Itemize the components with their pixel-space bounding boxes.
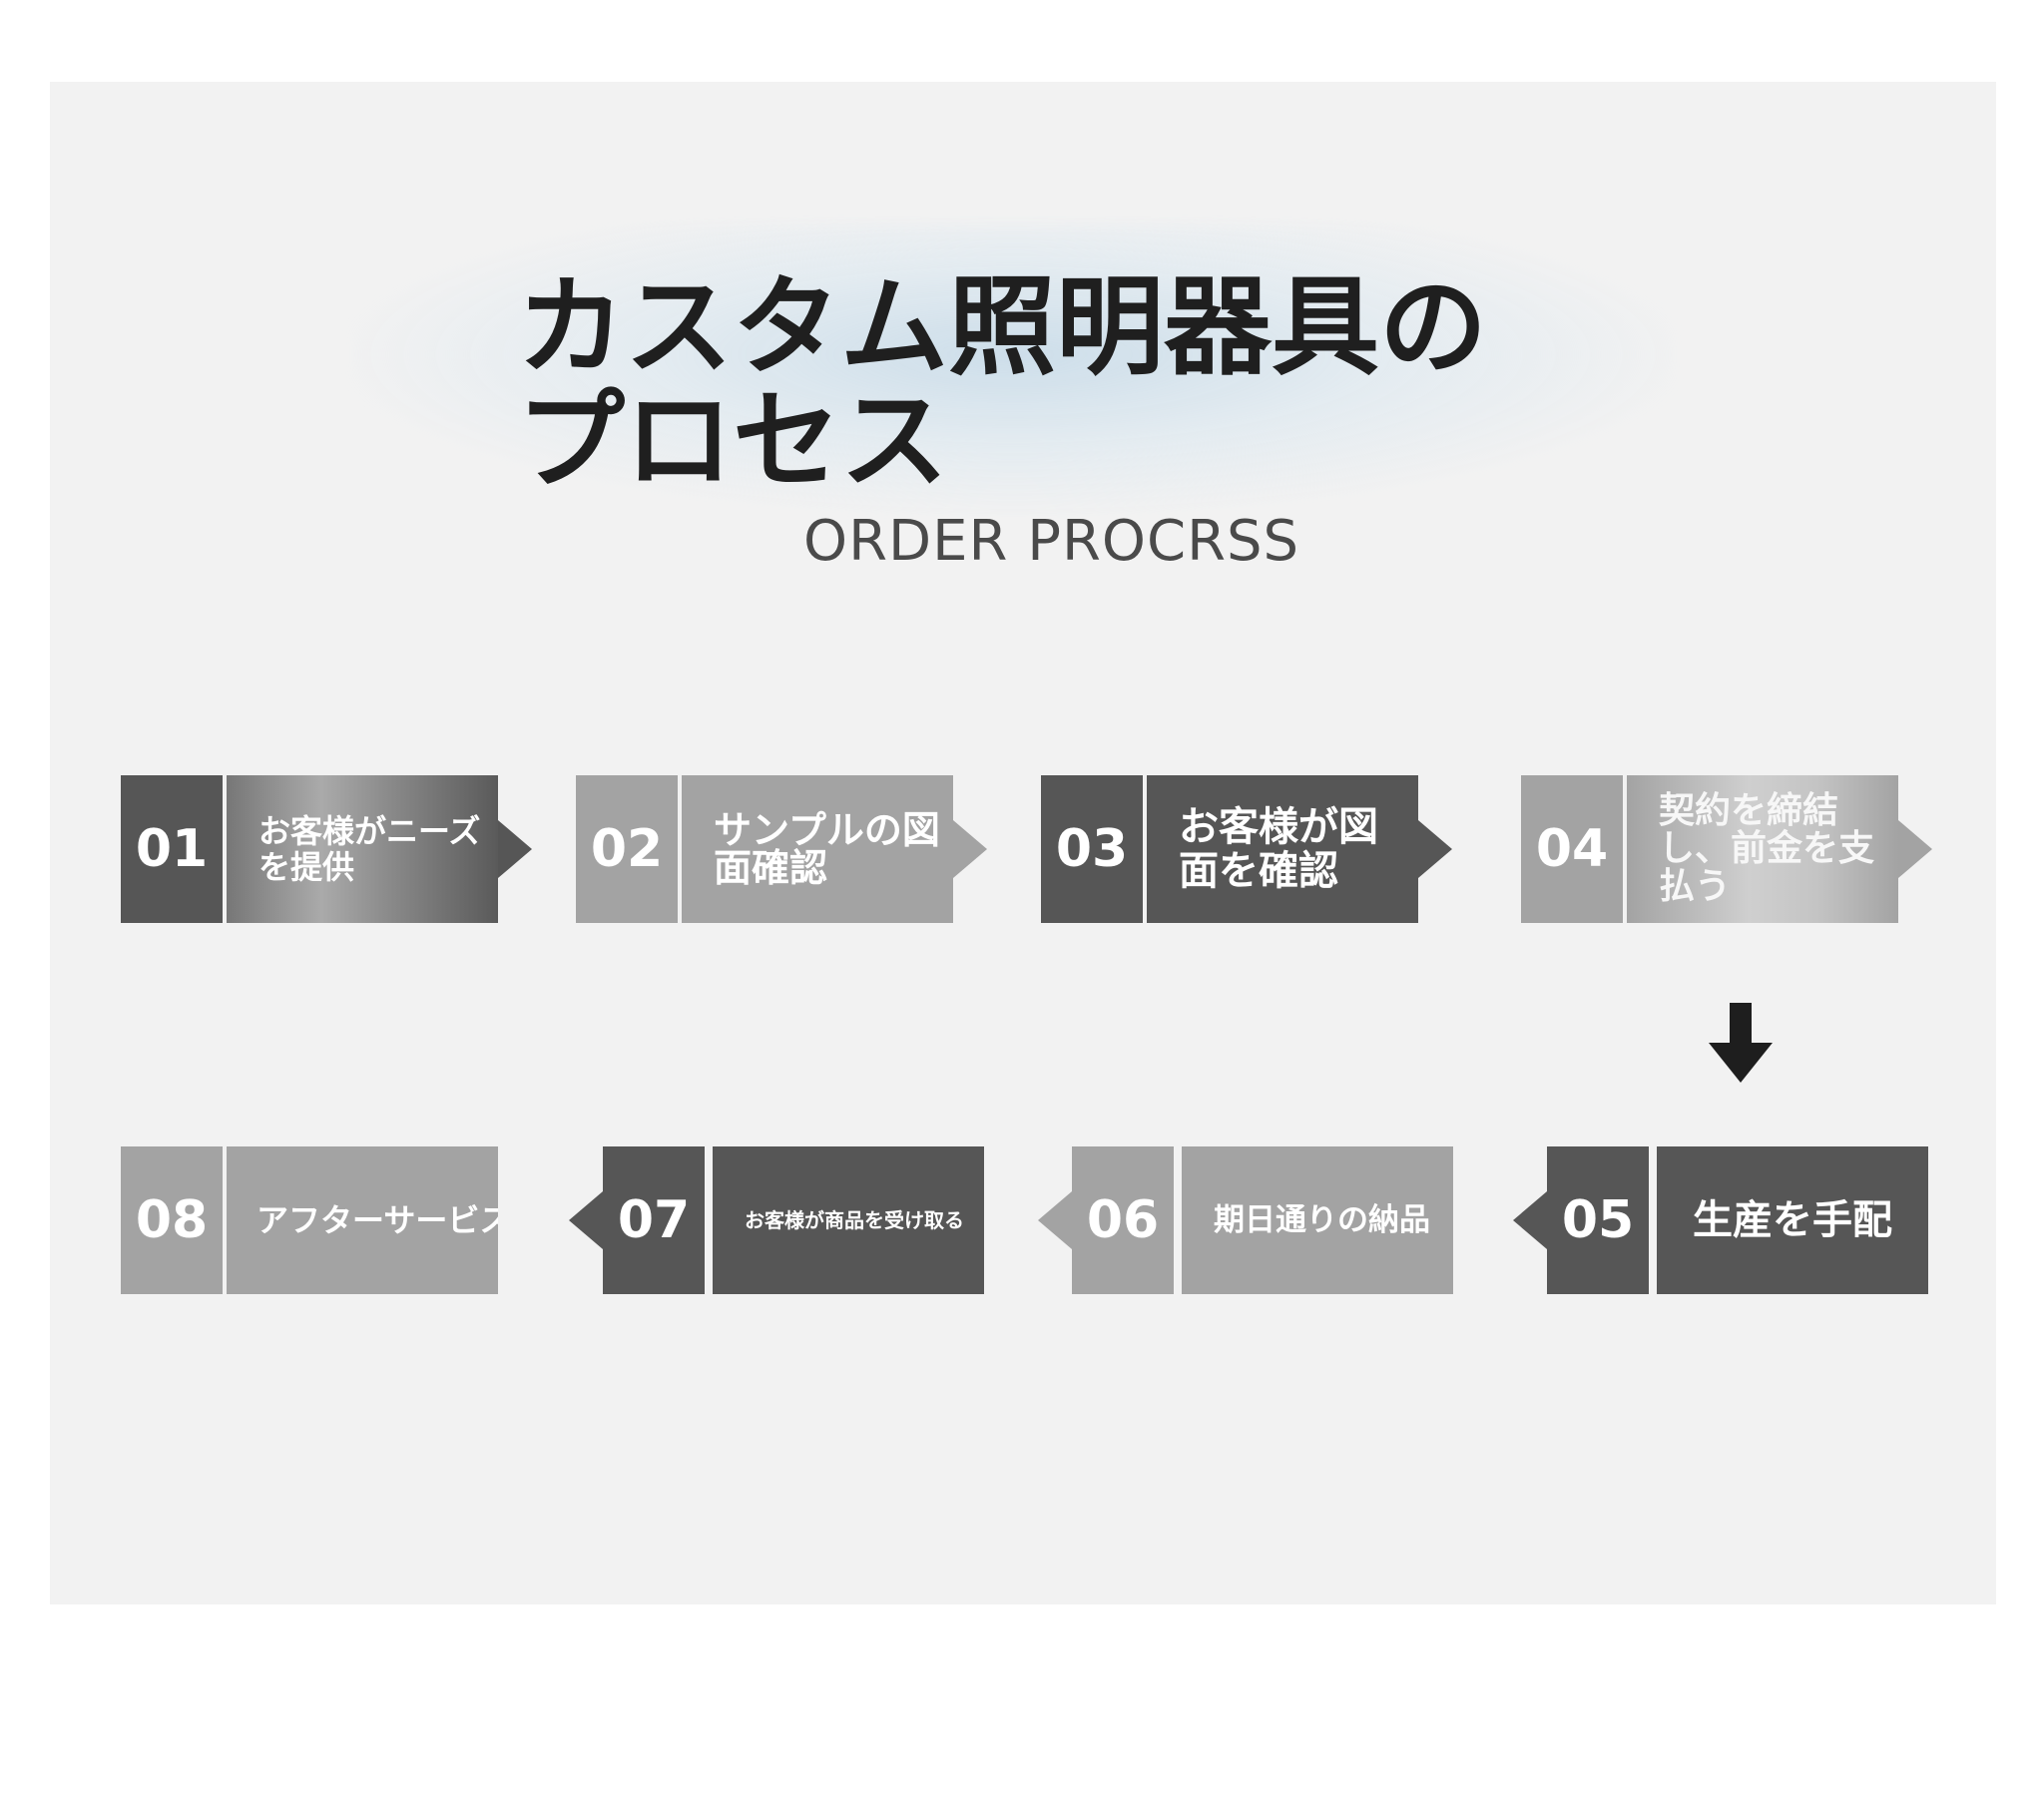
title-highlight [349,225,1677,514]
step-label: サンプルの図面確認 [682,775,953,923]
arrow-left-icon [1513,1191,1547,1249]
step-label: 生産を手配 [1657,1146,1928,1294]
page-subtitle: ORDER PROCRSS [803,509,1300,574]
process-step-03: 03 お客様が図面を確認 [1041,775,1460,923]
step-label: お客様が商品を受け取る [713,1146,984,1294]
process-step-01: 01 お客様がニーズを提供 [121,775,540,923]
step-label: アフターサービス [227,1146,498,1294]
arrow-right-icon [498,820,532,878]
process-step-06: 06 期日通りの納品 [1038,1146,1457,1294]
arrow-down-icon [1709,1003,1773,1083]
process-step-07: 07 お客様が商品を受け取る [569,1146,988,1294]
step-number: 01 [121,775,223,923]
step-number: 06 [1072,1146,1174,1294]
arrow-right-icon [1898,820,1932,878]
arrow-left-icon [569,1191,603,1249]
step-number: 02 [576,775,678,923]
arrow-right-icon [1418,820,1452,878]
process-step-04: 04 契約を締結し、前金を支払う [1521,775,1940,923]
process-step-05: 05 生産を手配 [1513,1146,1932,1294]
step-number: 03 [1041,775,1143,923]
step-label: 契約を締結し、前金を支払う [1627,775,1898,923]
arrow-left-icon [1038,1191,1072,1249]
step-label: お客様がニーズを提供 [227,775,498,923]
step-number: 08 [121,1146,223,1294]
step-label: 期日通りの納品 [1182,1146,1453,1294]
process-step-08: 08 アフターサービス [121,1146,540,1294]
step-number: 05 [1547,1146,1649,1294]
process-step-02: 02 サンプルの図面確認 [576,775,995,923]
step-number: 04 [1521,775,1623,923]
step-label: お客様が図面を確認 [1147,775,1418,923]
page-title: カスタム照明器具のプロセス [517,265,1488,504]
step-number: 07 [603,1146,705,1294]
arrow-right-icon [953,820,987,878]
